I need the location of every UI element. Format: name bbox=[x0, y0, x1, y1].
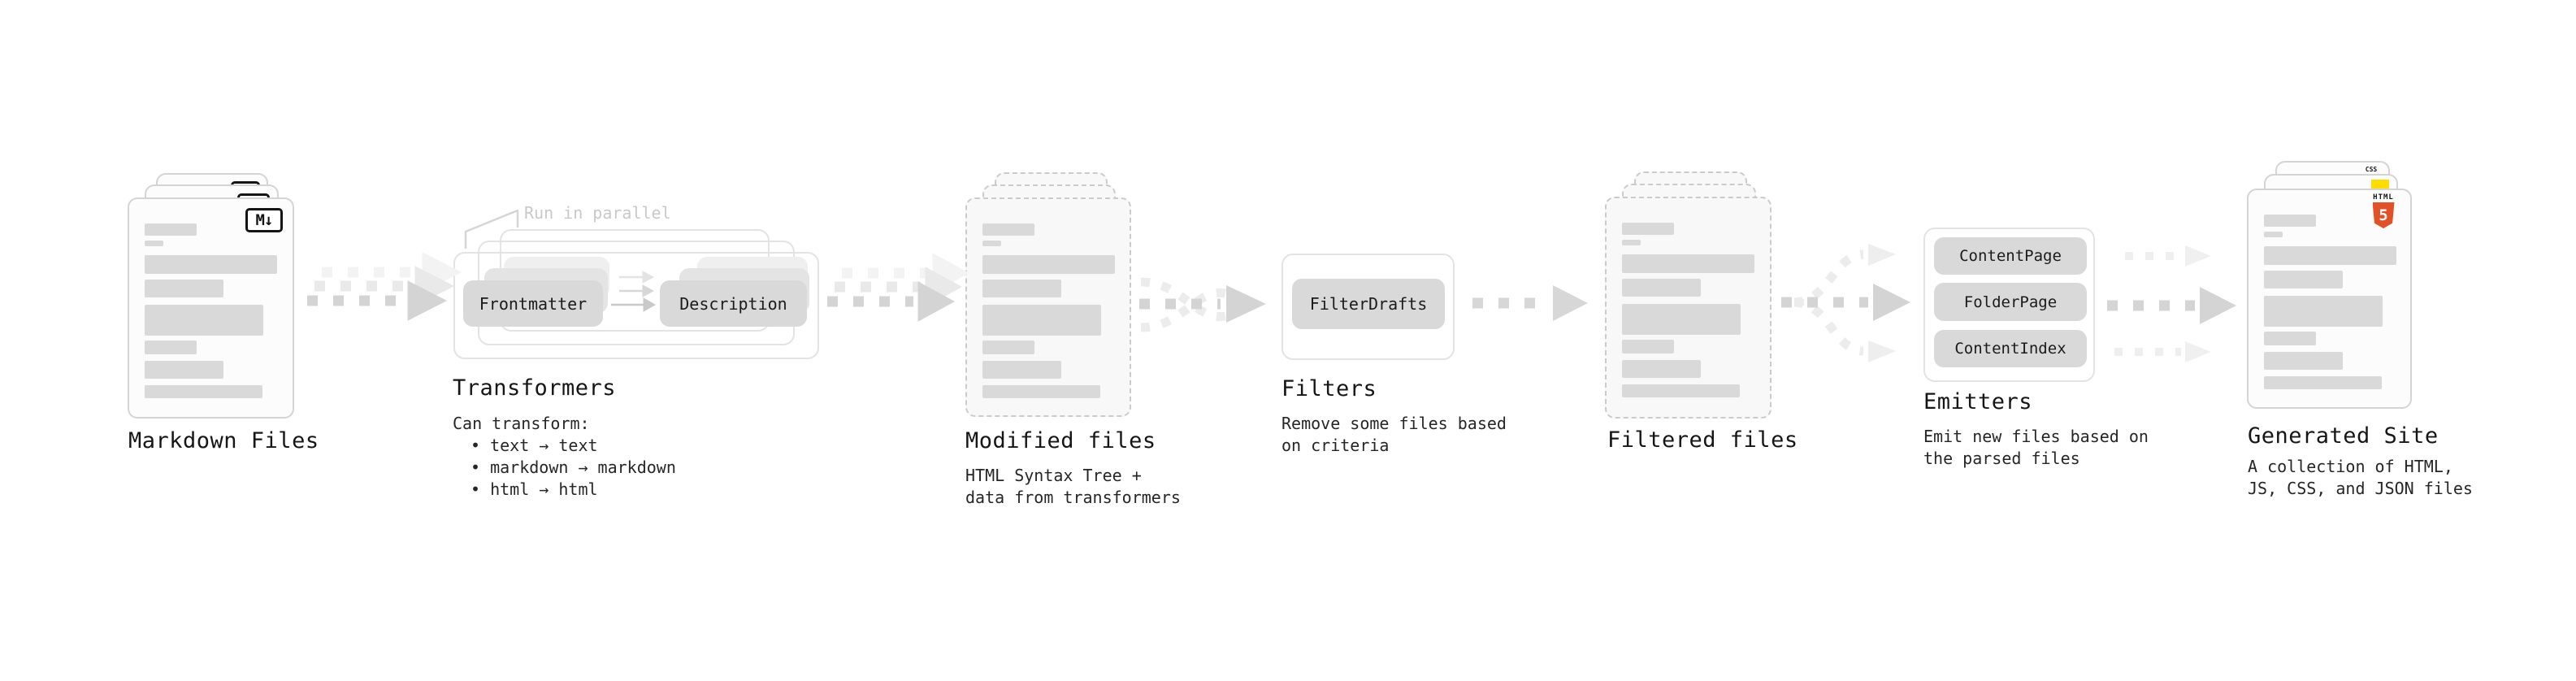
js-file-icon bbox=[2371, 180, 2389, 190]
placeholder-bar bbox=[2264, 376, 2382, 389]
document-front: M↓ bbox=[128, 197, 294, 419]
generated-site-stack: CSS HTML 5 bbox=[2247, 161, 2442, 413]
placeholder-bar bbox=[145, 223, 197, 236]
placeholder-bar bbox=[1622, 254, 1754, 273]
emitter-node-contentindex: ContentIndex bbox=[1934, 330, 2087, 367]
document-front bbox=[965, 197, 1131, 417]
modified-files-stack bbox=[965, 172, 1160, 424]
arrow-transformers-to-modified bbox=[827, 253, 970, 322]
desc-line: on criteria bbox=[1281, 436, 1390, 455]
placeholder-bar bbox=[1622, 340, 1674, 354]
stage-title-filters: Filters bbox=[1281, 376, 1377, 401]
placeholder-bar bbox=[1622, 304, 1741, 335]
arrow-filtered-to-emitters bbox=[1781, 244, 1910, 362]
desc-line: JS, CSS, and JSON files bbox=[2248, 479, 2473, 498]
stage-title-emitters: Emitters bbox=[1923, 389, 2033, 414]
filter-node-filterdrafts: FilterDrafts bbox=[1292, 279, 1445, 329]
placeholder-bar bbox=[982, 305, 1101, 336]
stage-title-markdown-files: Markdown Files bbox=[128, 428, 319, 453]
desc-line: • html → html bbox=[471, 479, 598, 499]
html5-label: HTML bbox=[2373, 193, 2394, 202]
desc-line: • text → text bbox=[471, 436, 598, 455]
placeholder-bar bbox=[982, 255, 1115, 274]
placeholder-bar bbox=[2264, 352, 2343, 370]
desc-line: Can transform: bbox=[453, 414, 590, 433]
placeholder-bar bbox=[145, 280, 223, 297]
arrow-emitters-to-generated bbox=[2107, 245, 2236, 362]
desc-line: Remove some files based bbox=[1281, 414, 1507, 433]
placeholder-bar bbox=[982, 340, 1034, 354]
placeholder-bar bbox=[145, 255, 277, 274]
emitter-node-folderpage: FolderPage bbox=[1934, 283, 2087, 321]
placeholder-bar bbox=[145, 305, 263, 336]
placeholder-bar bbox=[2264, 246, 2396, 265]
placeholder-bar bbox=[2264, 296, 2383, 327]
placeholder-bar bbox=[145, 385, 262, 398]
stage-title-filtered-files: Filtered files bbox=[1607, 427, 1798, 453]
stage-title-transformers: Transformers bbox=[453, 375, 617, 401]
placeholder-bar bbox=[2264, 271, 2343, 288]
desc-line: HTML Syntax Tree + bbox=[965, 466, 1142, 485]
placeholder-bar bbox=[982, 280, 1061, 297]
placeholder-bar bbox=[145, 340, 197, 354]
modified-files-description: HTML Syntax Tree + data from transformer… bbox=[965, 465, 1181, 509]
placeholder-bar bbox=[2264, 232, 2283, 237]
transformer-node-description: Description bbox=[660, 280, 807, 327]
stage-title-generated-site: Generated Site bbox=[2248, 423, 2439, 449]
transformer-node-frontmatter: Frontmatter bbox=[463, 280, 603, 327]
html5-number: 5 bbox=[2379, 206, 2388, 224]
document-front: HTML 5 bbox=[2247, 189, 2412, 409]
emitter-node-contentpage: ContentPage bbox=[1934, 237, 2087, 275]
desc-line: A collection of HTML, bbox=[2248, 457, 2453, 476]
placeholder-bar bbox=[982, 361, 1061, 379]
filters-description: Remove some files based on criteria bbox=[1281, 413, 1507, 457]
desc-line: Emit new files based on bbox=[1923, 427, 2149, 446]
placeholder-bar bbox=[1622, 279, 1701, 297]
markdown-icon: M↓ bbox=[245, 208, 283, 232]
emitters-description: Emit new files based on the parsed files bbox=[1923, 426, 2149, 470]
placeholder-bar bbox=[145, 241, 163, 246]
html5-shield: 5 bbox=[2372, 202, 2395, 228]
desc-line: • markdown → markdown bbox=[471, 458, 676, 477]
placeholder-bar bbox=[1622, 384, 1740, 397]
generated-site-description: A collection of HTML, JS, CSS, and JSON … bbox=[2248, 456, 2473, 500]
desc-line: data from transformers bbox=[965, 488, 1181, 507]
placeholder-bar bbox=[982, 385, 1100, 398]
markdown-files-stack: M↓ M↓ M↓ bbox=[128, 173, 323, 425]
placeholder-bar bbox=[982, 241, 1001, 246]
placeholder-bar bbox=[1622, 223, 1674, 235]
placeholder-bar bbox=[2264, 332, 2316, 345]
desc-line: the parsed files bbox=[1923, 449, 2080, 468]
document-front bbox=[1605, 197, 1772, 419]
arrow-filters-to-filtered bbox=[1472, 285, 1588, 321]
run-in-parallel-note: Run in parallel bbox=[524, 203, 671, 223]
placeholder-bar bbox=[1622, 360, 1701, 378]
arrow-markdown-to-transformers bbox=[307, 252, 462, 321]
placeholder-bar bbox=[145, 361, 223, 379]
placeholder-bar bbox=[2264, 215, 2316, 227]
placeholder-bar bbox=[1622, 240, 1641, 245]
filtered-files-stack bbox=[1605, 171, 1800, 425]
placeholder-bar bbox=[982, 223, 1034, 236]
stage-title-modified-files: Modified files bbox=[965, 428, 1156, 453]
transformers-description: Can transform: • text → text • markdown … bbox=[453, 413, 676, 501]
css-label: CSS bbox=[2365, 166, 2378, 173]
html5-logo-icon: HTML 5 bbox=[2365, 193, 2402, 228]
